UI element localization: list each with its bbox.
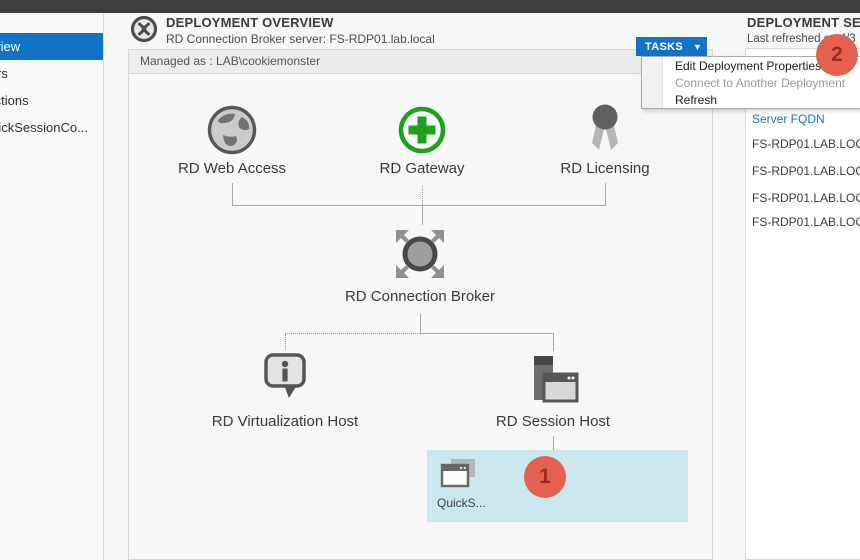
session-host-icon — [525, 354, 581, 406]
connector-line — [553, 436, 554, 450]
server-row[interactable]: FS-RDP01.LAB.LOCAL — [752, 191, 860, 205]
node-label: RD Virtualization Host — [195, 413, 375, 430]
connection-broker-icon — [392, 226, 448, 282]
menu-item-connect-to-another-deployment[interactable]: Connect to Another Deployment — [642, 75, 860, 92]
sidebar-item-label: Overview — [0, 33, 20, 60]
annotation-badge-1: 1 — [524, 456, 566, 498]
sidebar-item-servers[interactable]: Servers — [0, 60, 103, 87]
globe-icon — [206, 104, 258, 156]
node-label: RD Web Access — [152, 160, 312, 177]
server-row[interactable]: FS-RDP01.LAB.LOCAL — [752, 164, 860, 178]
deployment-servers-title: DEPLOYMENT SERVERS — [747, 15, 860, 30]
connector-line — [553, 334, 554, 351]
sidebar-item-quicksession-collection[interactable]: QuickSessionCo... — [0, 114, 103, 141]
menu-item-refresh[interactable]: Refresh — [642, 92, 860, 109]
sidebar-item-overview[interactable]: Overview — [0, 33, 103, 60]
annotation-badge-2: 2 — [816, 34, 858, 76]
ribbon-icon — [579, 102, 631, 154]
sidebar-item-label: Collections — [0, 87, 29, 114]
connector-line-dotted — [422, 186, 423, 205]
column-header-server-fqdn[interactable]: Server FQDN — [752, 112, 825, 126]
node-label: RD Session Host — [473, 413, 633, 430]
node-label: RD Licensing — [525, 160, 685, 177]
connector-line — [232, 183, 233, 205]
connector-line — [422, 206, 423, 225]
info-bubble-icon — [259, 352, 311, 406]
connector-line-dotted — [285, 333, 420, 334]
connector-line — [605, 183, 606, 205]
sidebar: Overview Servers Collections QuickSessio… — [0, 13, 104, 560]
collection-tile-label: QuickS... — [437, 496, 486, 510]
node-label: RD Gateway — [342, 160, 502, 177]
server-row[interactable]: FS-RDP01.LAB.LOCAL — [752, 137, 860, 151]
sidebar-item-label: QuickSessionCo... — [0, 114, 88, 141]
deployment-overview-subtitle: RD Connection Broker server: FS-RDP01.la… — [166, 32, 435, 46]
window-topbar — [0, 0, 860, 13]
add-gateway-icon — [396, 104, 448, 156]
deployment-overview-icon — [129, 14, 159, 44]
deployment-overview-title: DEPLOYMENT OVERVIEW — [166, 15, 334, 30]
windows-icon — [440, 458, 480, 492]
chevron-down-icon: ▼ — [693, 42, 702, 52]
sidebar-item-label: Servers — [0, 60, 8, 87]
connector-line — [420, 333, 554, 334]
connector-line-dotted — [285, 334, 286, 350]
managed-as-bar: Managed as : LAB\cookiemonster — [129, 50, 712, 74]
connector-line — [420, 314, 421, 333]
tasks-button[interactable]: TASKS ▼ — [636, 37, 707, 56]
sidebar-item-collections[interactable]: Collections — [0, 87, 103, 114]
node-label: RD Connection Broker — [330, 288, 510, 305]
connector-line — [232, 205, 606, 206]
tasks-button-label: TASKS — [636, 41, 683, 53]
server-row[interactable]: FS-RDP01.LAB.LOCAL — [752, 215, 860, 229]
